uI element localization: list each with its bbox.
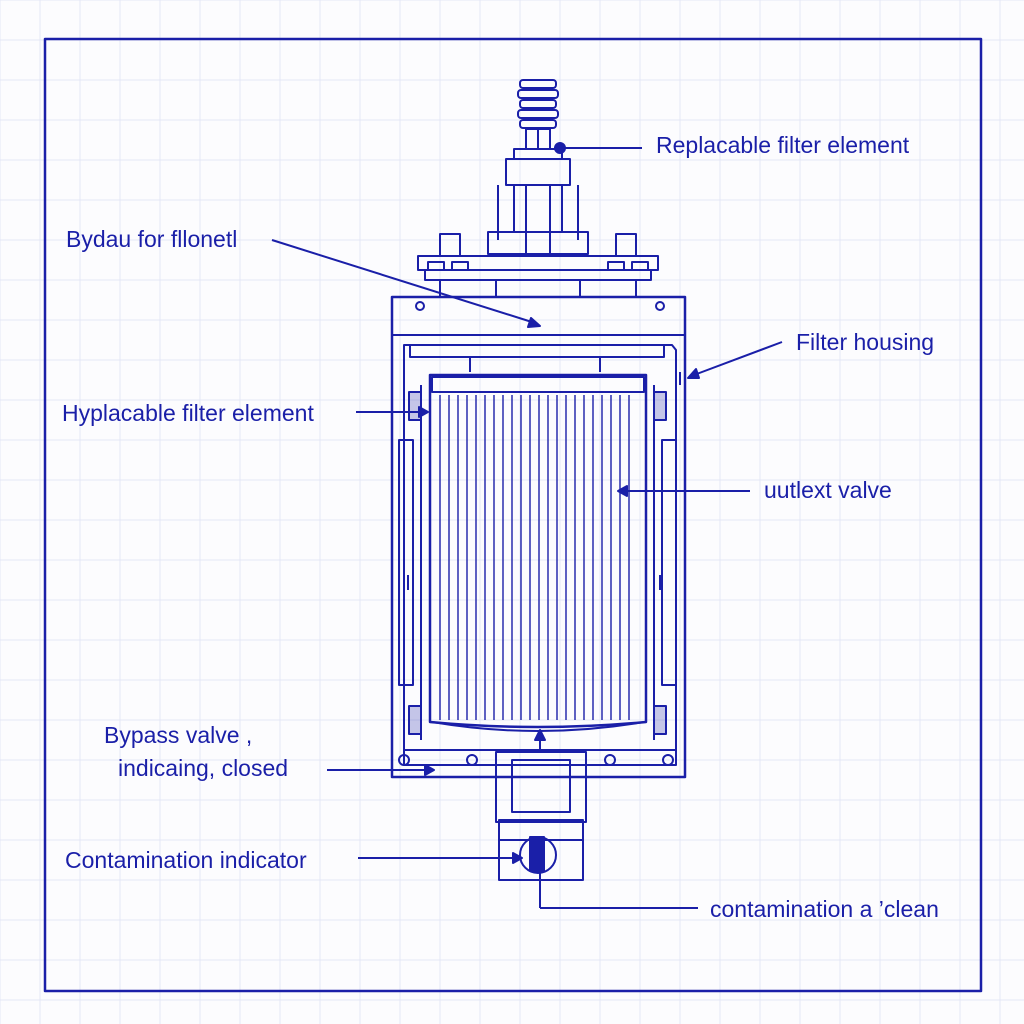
- bottom-outlet: [495, 751, 587, 881]
- label-outlet-valve: uutlext valve: [764, 477, 892, 503]
- label-bypass-top: Bydau for fllonetl: [66, 226, 238, 252]
- label-replaceable-filter-left: Hyplacable filter element: [62, 400, 314, 426]
- filter-pleats: [439, 395, 630, 720]
- label-bypass-valve-line1: Bypass valve ,: [104, 722, 253, 748]
- label-replaceable-filter-top: Replacable filter element: [656, 132, 910, 158]
- top-spring-fitting: [517, 79, 559, 150]
- filter-cartridge: [428, 373, 648, 732]
- leader-lines: [271, 142, 783, 909]
- top-flange: [417, 233, 659, 297]
- label-contamination-clean: contamination a ’clean: [710, 896, 939, 922]
- label-contamination-indicator: Contamination indicator: [65, 847, 307, 873]
- valve-stem: [487, 148, 589, 255]
- label-bypass-valve-line2: indicaing, closed: [118, 755, 289, 781]
- label-filter-housing: Filter housing: [796, 329, 935, 355]
- outer-frame: [43, 37, 983, 993]
